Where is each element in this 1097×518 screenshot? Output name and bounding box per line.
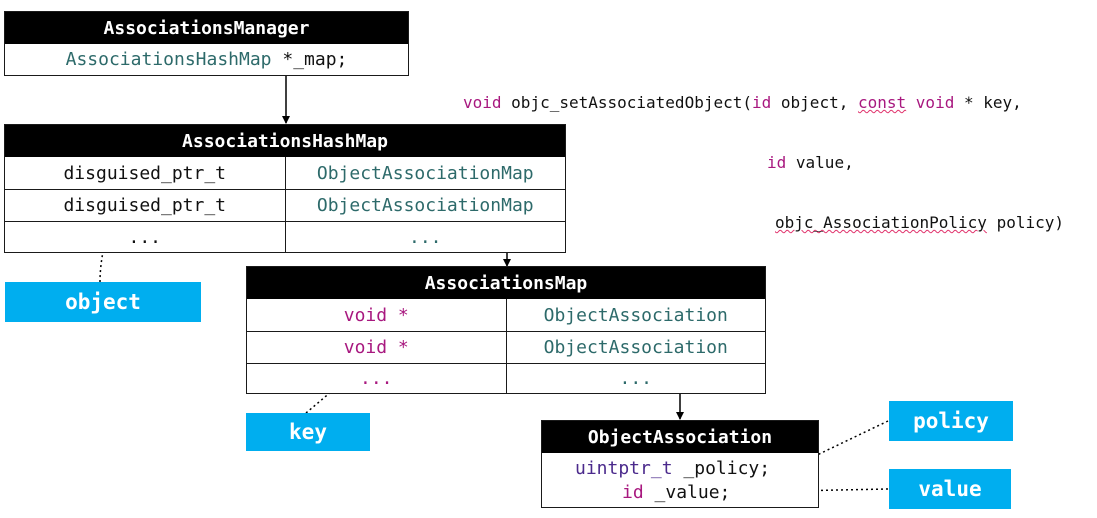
param-key-name: * key, bbox=[963, 93, 1022, 112]
value-type: id bbox=[622, 482, 644, 503]
signature-line-2: id value, bbox=[463, 153, 1064, 173]
map-value-cell: ObjectAssociation bbox=[505, 299, 766, 331]
map-key-cell: ... bbox=[359, 368, 393, 389]
param-policy-name: policy) bbox=[996, 213, 1064, 232]
table-row: ... ... bbox=[5, 221, 565, 252]
function-name: objc_setAssociatedObject bbox=[511, 93, 743, 112]
object-tag: object bbox=[5, 282, 201, 322]
value-field: id _value; bbox=[542, 481, 818, 505]
map-value-cell: ObjectAssociation bbox=[505, 332, 766, 363]
field-name: *_map; bbox=[282, 49, 348, 70]
hashmap-key-cell: ... bbox=[128, 226, 161, 248]
associations-hashmap-table: AssociationsHashMap disguised_ptr_t Obje… bbox=[4, 124, 566, 253]
associations-manager-field-row: AssociationsHashMap *_map; bbox=[5, 44, 408, 75]
policy-tag: policy bbox=[889, 401, 1013, 441]
object-association-box: ObjectAssociation uintptr_t _policy; id … bbox=[541, 420, 819, 508]
value-tag: value bbox=[889, 469, 1011, 509]
hashmap-value-cell: ... bbox=[284, 222, 566, 252]
map-value-cell: ... bbox=[505, 364, 766, 393]
param-policy-type: objc_AssociationPolicy bbox=[775, 213, 987, 232]
object-association-fields: uintptr_t _policy; id _value; bbox=[542, 453, 818, 505]
param-value-name: value, bbox=[795, 153, 854, 172]
associations-manager-field: AssociationsHashMap *_map; bbox=[5, 44, 408, 75]
param-object-name: object, bbox=[780, 93, 849, 112]
hashmap-key-cell: disguised_ptr_t bbox=[63, 162, 227, 184]
hashmap-value-cell: ObjectAssociationMap bbox=[284, 157, 566, 189]
hashmap-value-cell: ObjectAssociationMap bbox=[284, 190, 566, 221]
policy-name: _policy; bbox=[683, 458, 771, 479]
map-key-cell: void * bbox=[343, 337, 409, 358]
table-row: void * ObjectAssociation bbox=[247, 331, 765, 363]
table-row: disguised_ptr_t ObjectAssociationMap bbox=[5, 189, 565, 221]
associations-map-title: AssociationsMap bbox=[247, 267, 765, 299]
hashmap-key-cell: disguised_ptr_t bbox=[63, 195, 227, 216]
table-row: void * ObjectAssociation bbox=[247, 299, 765, 331]
table-row: ... ... bbox=[247, 363, 765, 393]
associations-map-table: AssociationsMap void * ObjectAssociation… bbox=[246, 266, 766, 394]
associations-manager-box: AssociationsManager AssociationsHashMap … bbox=[4, 11, 409, 76]
signature-line-3: objc_AssociationPolicy policy) bbox=[463, 213, 1064, 233]
set-associated-object-signature: void objc_setAssociatedObject(id object,… bbox=[463, 53, 1064, 253]
associations-manager-title: AssociationsManager bbox=[5, 12, 408, 44]
object-association-title: ObjectAssociation bbox=[542, 421, 818, 453]
associations-hashmap-title: AssociationsHashMap bbox=[5, 125, 565, 157]
void-keyword: void bbox=[915, 93, 955, 112]
param-object-type: id bbox=[752, 93, 772, 112]
signature-line-1: void objc_setAssociatedObject(id object,… bbox=[463, 93, 1022, 112]
policy-type: uintptr_t bbox=[575, 458, 673, 479]
const-keyword: const bbox=[857, 93, 907, 112]
param-value-type: id bbox=[767, 153, 787, 172]
return-type: void bbox=[463, 93, 502, 112]
key-to-associationsmap-key-arrow bbox=[305, 379, 346, 414]
value-name: _value; bbox=[654, 482, 731, 503]
map-key-cell: void * bbox=[343, 304, 409, 326]
key-tag: key bbox=[246, 413, 370, 451]
field-type: AssociationsHashMap bbox=[65, 49, 272, 70]
table-row: disguised_ptr_t ObjectAssociationMap bbox=[5, 157, 565, 189]
policy-field: uintptr_t _policy; bbox=[542, 457, 818, 481]
